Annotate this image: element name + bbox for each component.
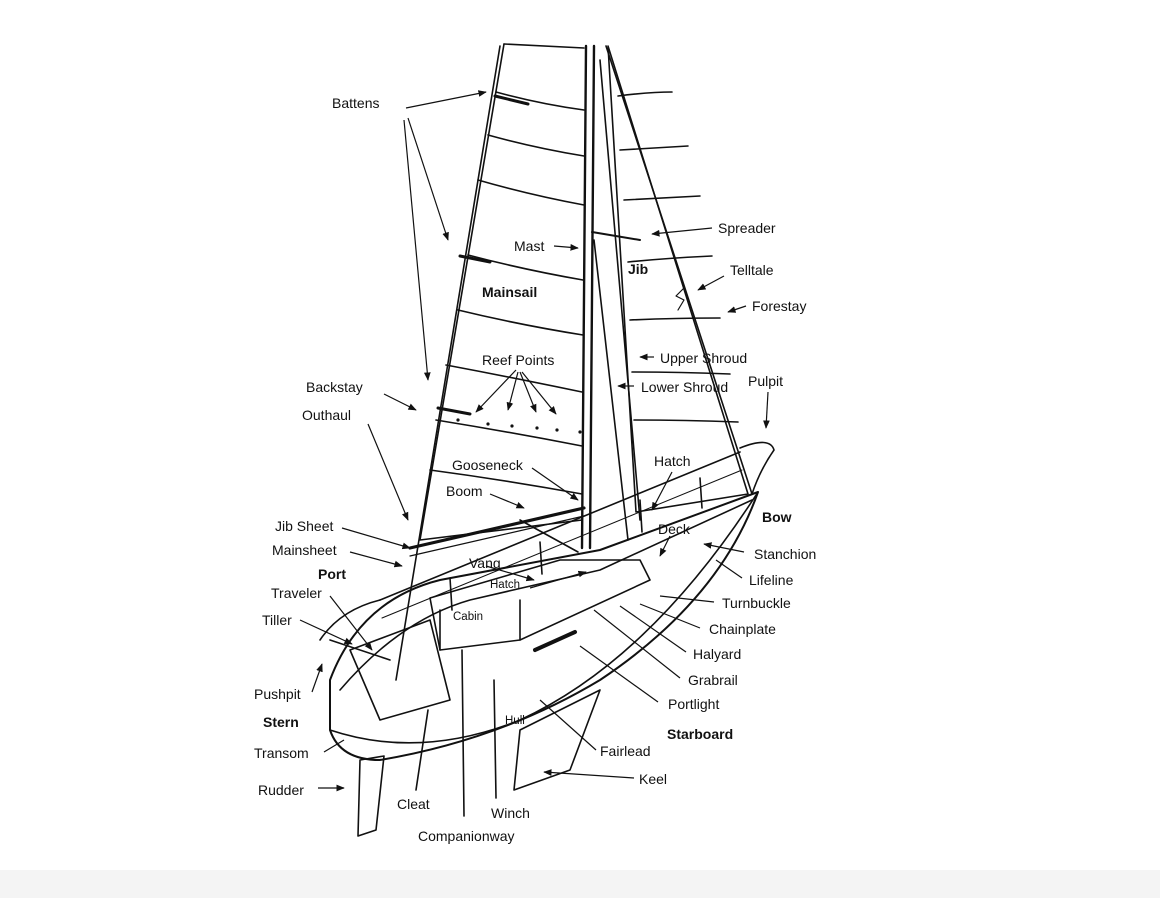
- label-turnbuckle: Turnbuckle: [722, 595, 791, 611]
- mainsail-outline: [419, 43, 583, 541]
- label-upper-shroud: Upper Shroud: [660, 350, 748, 366]
- boom-line: [408, 506, 586, 550]
- label-stern: Stern: [263, 714, 299, 730]
- label-bow: Bow: [762, 509, 792, 525]
- keel-shape: [513, 689, 601, 791]
- label-reef-points: Reef Points: [482, 352, 555, 368]
- label-backstay: Backstay: [306, 379, 363, 395]
- page-footer-bar: [0, 870, 1160, 898]
- label-telltale: Telltale: [730, 262, 774, 278]
- label-cabin: Cabin: [453, 611, 484, 623]
- label-battens: Battens: [332, 95, 380, 111]
- label-port: Port: [318, 566, 346, 582]
- label-companionway: Companionway: [418, 828, 515, 844]
- leader-battens-2: [407, 117, 449, 241]
- label-transom: Transom: [254, 745, 309, 761]
- leader-battens-3: [403, 119, 431, 381]
- label-fairlead: Fairlead: [600, 743, 651, 759]
- label-portlight: Portlight: [668, 696, 720, 712]
- label-traveler: Traveler: [271, 585, 322, 601]
- rudder-shape: [357, 755, 385, 837]
- label-hatch-top: Hatch: [654, 453, 691, 469]
- label-starboard: Starboard: [667, 726, 734, 742]
- label-chainplate: Chainplate: [709, 621, 776, 637]
- cabin-outline: [429, 559, 651, 651]
- mast-line: [580, 44, 588, 550]
- label-pulpit: Pulpit: [748, 373, 784, 389]
- label-mast: Mast: [514, 238, 545, 254]
- label-spreader: Spreader: [718, 220, 776, 236]
- label-vang: Vang: [469, 555, 501, 571]
- leader-battens-1: [405, 90, 487, 109]
- label-cleat: Cleat: [397, 796, 430, 812]
- label-hatch-small: Hatch: [490, 579, 521, 591]
- label-grabrail: Grabrail: [688, 672, 738, 688]
- label-rudder: Rudder: [258, 782, 304, 798]
- label-stanchion: Stanchion: [754, 546, 817, 562]
- jib-outline: [607, 45, 749, 513]
- label-halyard: Halyard: [693, 646, 742, 662]
- hull-outline: [329, 491, 759, 761]
- label-tiller: Tiller: [262, 612, 292, 628]
- label-jib-sheet: Jib Sheet: [275, 518, 334, 534]
- label-hull: Hull: [505, 715, 525, 727]
- label-mainsheet: Mainsheet: [272, 542, 337, 558]
- label-lifeline: Lifeline: [749, 572, 794, 588]
- label-winch: Winch: [491, 805, 530, 821]
- label-jib: Jib: [628, 261, 649, 277]
- label-lower-shroud: Lower Shroud: [641, 379, 729, 395]
- label-boom: Boom: [446, 483, 483, 499]
- label-deck: Deck: [658, 521, 690, 537]
- label-mainsail: Mainsail: [482, 284, 538, 300]
- label-keel: Keel: [639, 771, 668, 787]
- label-pushpit: Pushpit: [254, 686, 301, 702]
- label-outhaul: Outhaul: [302, 407, 352, 423]
- label-gooseneck: Gooseneck: [452, 457, 523, 473]
- label-forestay: Forestay: [752, 298, 807, 314]
